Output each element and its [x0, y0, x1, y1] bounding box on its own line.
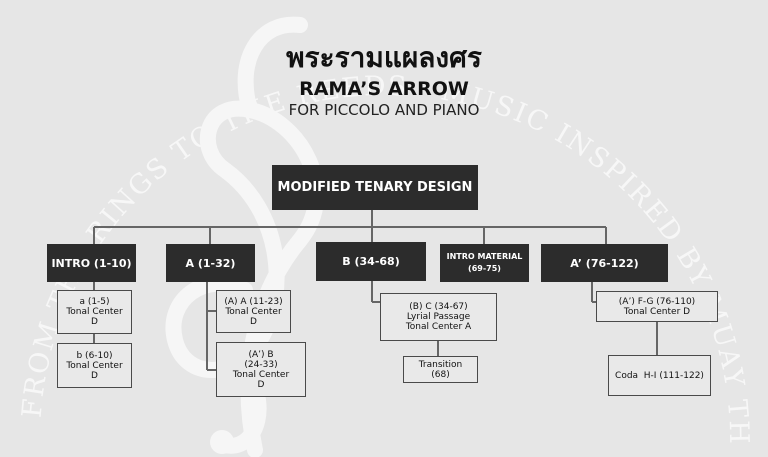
section-b-label: B (34-68)	[342, 255, 400, 268]
detail-intro-a-line-3: D	[91, 317, 98, 327]
detail-a-section-b-line-3: Tonal Center	[232, 369, 290, 380]
detail-a-section-a-line-3: D	[250, 316, 257, 327]
detail-b-section-c: (B) C (34-67) Lyrial Passage Tonal Cente…	[380, 293, 497, 341]
detail-a-section-b-line-1: (A’) B	[248, 349, 274, 360]
section-intro-material-label: INTRO MATERIAL	[446, 252, 523, 261]
detail-a-section-a-line-2: Tonal Center	[225, 306, 282, 317]
detail-a-prime-fg-line-2: Tonal Center D	[623, 306, 691, 317]
detail-a-section-b-line-2: (24-33)	[244, 359, 278, 370]
title-thai: พระรามแผลงศร	[286, 41, 482, 74]
detail-a-section-b: (A’) B (24-33) Tonal Center D	[216, 342, 306, 397]
detail-intro-a-line-1: a (1-5)	[79, 297, 110, 307]
detail-intro-b-line-2: Tonal Center	[66, 360, 123, 371]
detail-a-prime-coda: Coda H-I (111-122)	[608, 355, 711, 396]
detail-intro-a-line-2: Tonal Center	[66, 307, 123, 317]
section-intro-label: INTRO (1-10)	[51, 256, 132, 270]
detail-a-prime-fg: (A’) F-G (76-110) Tonal Center D	[596, 291, 718, 322]
section-b: B (34-68)	[316, 242, 426, 281]
detail-intro-b-line-3: D	[91, 370, 98, 381]
detail-a-section-b-line-4: D	[257, 379, 265, 390]
detail-intro-b-line-1: b (6-10)	[76, 350, 113, 361]
detail-b-section-c-line-1: (B) C (34-67)	[409, 302, 468, 312]
detail-intro-b: b (6-10) Tonal Center D	[57, 343, 132, 388]
detail-b-section-c-line-2: Lyrial Passage	[406, 312, 471, 322]
detail-a-section-a: (A) A (11-23) Tonal Center D	[216, 290, 291, 333]
section-a: A (1-32)	[166, 244, 255, 282]
title-english: RAMA’S ARROW	[299, 78, 469, 100]
section-intro-material: INTRO MATERIAL (69-75)	[440, 244, 529, 282]
section-intro: INTRO (1-10)	[47, 244, 136, 282]
section-a-label: A (1-32)	[185, 256, 236, 270]
subtitle: FOR PICCOLO AND PIANO	[288, 101, 480, 119]
section-intro-material-range: (69-75)	[468, 264, 501, 273]
detail-a-prime-fg-line-1: (A’) F-G (76-110)	[618, 296, 696, 307]
detail-b-section-c-line-3: Tonal Center A	[405, 322, 472, 332]
detail-a-prime-coda-line-1: Coda H-I (111-122)	[615, 370, 704, 381]
root-node-label: MODIFIED TENARY DESIGN	[277, 180, 473, 195]
root-node: MODIFIED TENARY DESIGN	[272, 165, 478, 210]
detail-intro-a: a (1-5) Tonal Center D	[57, 290, 132, 334]
section-a-prime: A’ (76-122)	[541, 244, 668, 282]
detail-b-transition-line-1: Transition	[418, 359, 463, 370]
detail-a-section-a-line-1: (A) A (11-23)	[224, 296, 283, 307]
section-a-prime-label: A’ (76-122)	[570, 256, 639, 270]
detail-b-transition: Transition (68)	[403, 356, 478, 383]
detail-b-transition-line-2: (68)	[431, 369, 450, 380]
